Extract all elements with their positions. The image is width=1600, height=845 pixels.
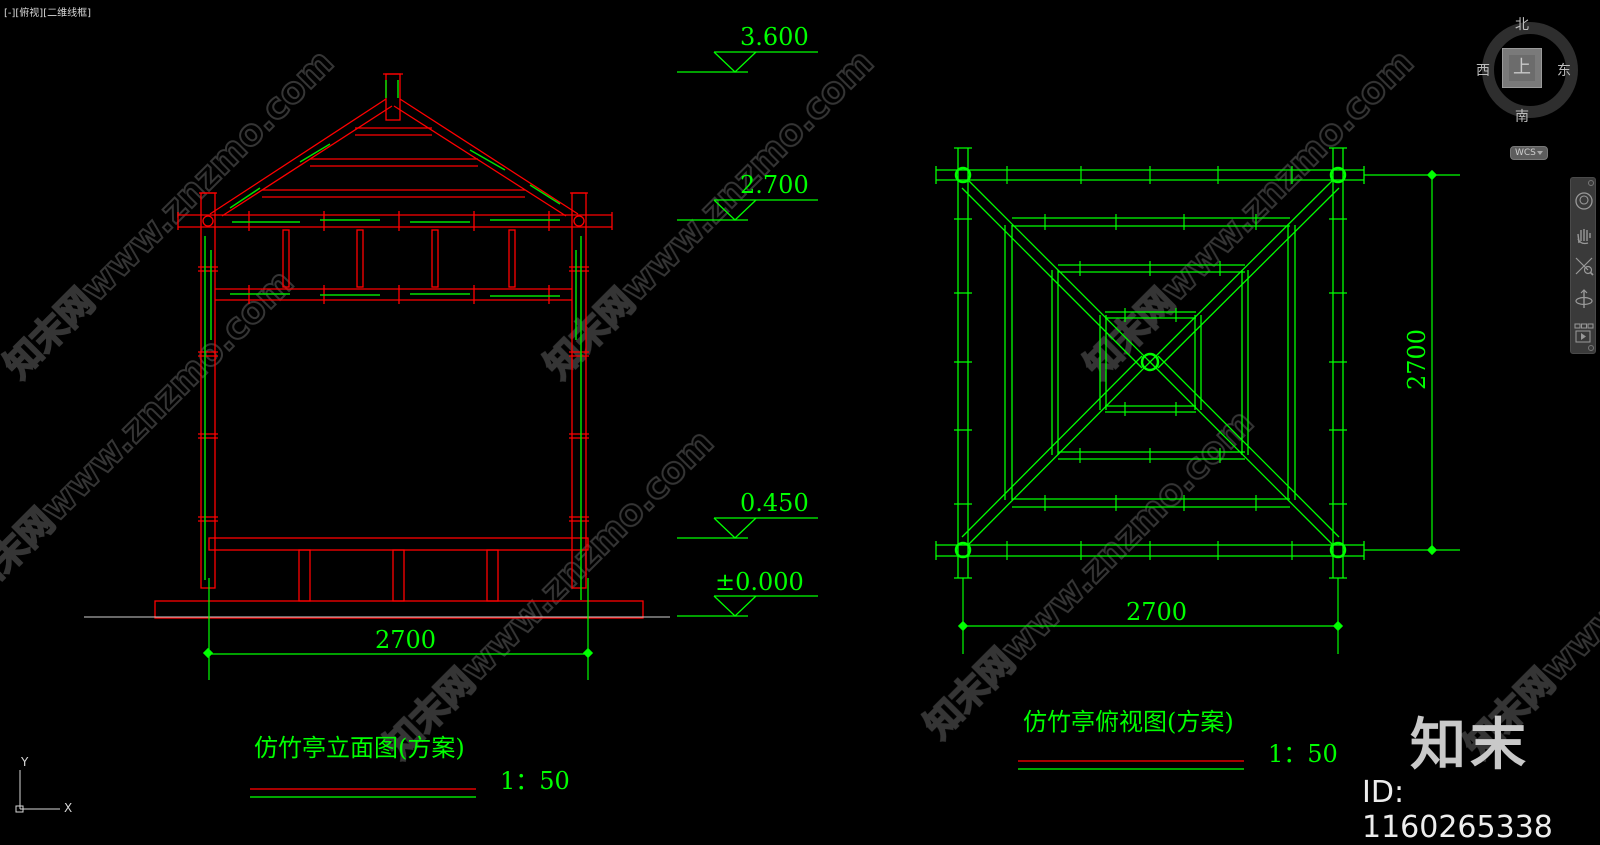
viewport-controls-label[interactable]: [-][俯视][二维线框]: [4, 8, 92, 19]
ucs-icon: [15, 770, 60, 813]
level-label-3600: 3.600: [740, 23, 809, 51]
watermark-text: 知末网www.znzmo.com: [0, 42, 342, 386]
brand-id: ID: 1160265338: [1362, 775, 1553, 845]
viewcube[interactable]: 北 南 西 东 上 WCS: [1470, 10, 1590, 160]
watermark-text: 知末网www.znzmo.com: [377, 422, 721, 766]
plan-depth-dimension: [1364, 169, 1460, 556]
close-icon[interactable]: [1588, 180, 1594, 186]
steering-wheel-icon[interactable]: [1573, 190, 1595, 212]
wcs-label: WCS: [1515, 148, 1536, 158]
elevation-highlights: [204, 80, 582, 600]
elevation-width-value: 2700: [375, 626, 436, 654]
showmotion-icon[interactable]: [1573, 323, 1595, 345]
plan-drawing: [935, 147, 1365, 579]
compass-west[interactable]: 西: [1476, 63, 1490, 79]
brand-logo: 知末: [1410, 713, 1530, 778]
plan-scale: 1：50: [1268, 740, 1338, 768]
chevron-down-icon: [1537, 151, 1543, 155]
viewcube-top-face[interactable]: 上: [1502, 48, 1542, 88]
level-markers: [677, 51, 818, 617]
navigation-bar[interactable]: [1570, 177, 1596, 354]
watermark-text: 知末网www.znzmo.com: [917, 402, 1261, 746]
ucs-x-label: X: [64, 801, 72, 815]
plan-title: 仿竹亭俯视图(方案): [1023, 708, 1234, 736]
elevation-drawing: [154, 73, 644, 619]
orbit-icon[interactable]: [1573, 288, 1595, 310]
watermark-text: 知末网www.znzmo.com: [537, 42, 881, 386]
level-label-0450: 0.450: [740, 489, 809, 517]
elevation-width-dimension: [202, 578, 594, 680]
zoom-extents-icon[interactable]: [1573, 255, 1595, 277]
pan-hand-icon[interactable]: [1573, 225, 1595, 247]
watermark-text: 知末网www.znzmo.com: [1077, 42, 1421, 386]
wcs-dropdown[interactable]: WCS: [1510, 146, 1548, 160]
plan-width-dimension: [957, 578, 1344, 654]
plan-width-value: 2700: [1126, 598, 1187, 626]
compass-east[interactable]: 东: [1557, 63, 1571, 79]
level-label-0000: ±0.000: [715, 568, 804, 596]
watermark-layer: 知末网www.znzmo.com 知末网www.znzmo.com 知末网www…: [0, 41, 1600, 767]
elevation-title: 仿竹亭立面图(方案): [254, 734, 465, 762]
viewcube-face-label: 上: [1509, 55, 1535, 81]
navbar-options-icon[interactable]: [1588, 345, 1594, 351]
plan-depth-value: 2700: [1403, 329, 1431, 390]
compass-south[interactable]: 南: [1515, 109, 1529, 125]
elevation-scale: 1：50: [500, 767, 570, 795]
level-label-2700: 2.700: [740, 171, 809, 199]
compass-north[interactable]: 北: [1515, 17, 1529, 33]
ucs-y-label: Y: [20, 755, 29, 769]
